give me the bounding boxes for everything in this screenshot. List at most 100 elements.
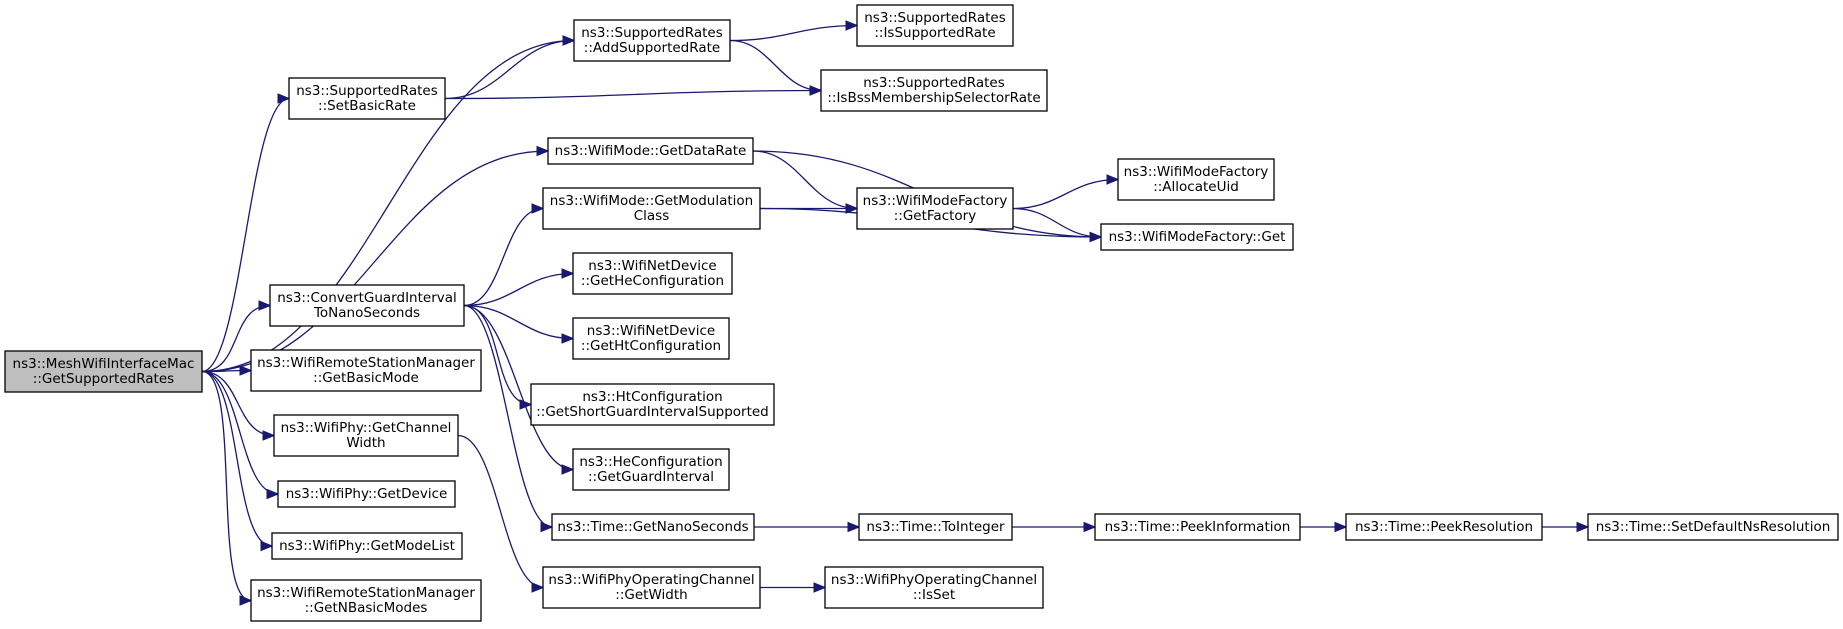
node-label: ::GetSupportedRates [33, 371, 174, 387]
node-label: ::GetGuardInterval [588, 469, 714, 485]
node-gml[interactable]: ns3::WifiPhy::GetModeList [271, 532, 463, 560]
edge-line [463, 274, 573, 307]
node-label: ns3::WifiModeFactory::Get [1109, 229, 1286, 245]
node-label: ::IsSupportedRate [874, 25, 995, 41]
node-issr[interactable]: ns3::SupportedRates::IsSupportedRate [856, 4, 1014, 47]
edge-cgi-to-gmc [463, 209, 543, 307]
node-gbm[interactable]: ns3::WifiRemoteStationManager::GetBasicM… [250, 349, 482, 392]
node-label: ns3::WifiPhy::GetChannel [281, 420, 452, 436]
node-box [572, 252, 733, 295]
edge-root-to-gdr [201, 151, 548, 373]
node-box [858, 513, 1013, 541]
node-box [288, 77, 446, 120]
edge-line [463, 304, 573, 470]
edge-root-to-gnbm [201, 370, 252, 601]
node-isbss[interactable]: ns3::SupportedRates::IsBssMembershipSele… [820, 69, 1048, 112]
edge-line [201, 99, 290, 373]
node-tti[interactable]: ns3::Time::ToInteger [858, 513, 1013, 541]
node-box [572, 448, 730, 491]
edge-root-to-gbm [201, 371, 251, 372]
node-box [542, 187, 761, 230]
node-label: ns3::WifiModeFactory [863, 193, 1008, 209]
edge-line [729, 26, 857, 42]
edge-line [201, 151, 548, 373]
node-label: ns3::WifiMode::GetModulation [550, 193, 753, 209]
node-label: ::GetHeConfiguration [581, 273, 724, 289]
edge-line [201, 371, 251, 372]
edge-root-to-gcw [201, 370, 274, 436]
node-label: ::AllocateUid [1153, 179, 1239, 195]
node-box [547, 137, 754, 165]
node-wpoc[interactable]: ns3::WifiPhyOperatingChannel::GetWidth [542, 566, 761, 609]
edge-line [201, 370, 278, 495]
edge-gcw-to-wpoc [457, 434, 544, 588]
edge-line [729, 39, 821, 91]
edge-root-to-cgi [201, 306, 270, 373]
node-wpocis[interactable]: ns3::WifiPhyOperatingChannel::IsSet [824, 566, 1044, 609]
node-label: ::GetNBasicModes [305, 600, 428, 616]
node-ght[interactable]: ns3::WifiNetDevice::GetHtConfiguration [572, 317, 730, 360]
node-label: Width [346, 435, 385, 451]
node-setbr[interactable]: ns3::SupportedRates::SetBasicRate [288, 77, 446, 120]
node-box [542, 566, 761, 609]
edge-gdr-to-wmfgf [752, 150, 857, 209]
edge-addsr-to-isbss [729, 39, 821, 91]
edge-line [201, 370, 273, 547]
edge-cgi-to-hegi [463, 304, 573, 470]
edge-wmfgf-to-wmfg [1012, 207, 1101, 238]
edge-setbr-to-isbss [444, 91, 821, 100]
node-htsgi[interactable]: ns3::HtConfiguration::GetShortGuardInter… [530, 383, 775, 426]
node-label: ns3::HtConfiguration [582, 389, 722, 405]
node-tgns[interactable]: ns3::Time::GetNanoSeconds [551, 513, 755, 541]
node-label: ns3::Time::SetDefaultNsResolution [1596, 519, 1831, 535]
edge-line [201, 370, 274, 436]
node-tpr[interactable]: ns3::Time::PeekResolution [1345, 513, 1543, 541]
node-label: ns3::WifiPhyOperatingChannel [548, 572, 754, 588]
node-gnbm[interactable]: ns3::WifiRemoteStationManager::GetNBasic… [250, 579, 482, 622]
node-box [572, 317, 730, 360]
edge-line [463, 304, 553, 528]
node-label: ns3::Time::PeekResolution [1355, 519, 1533, 535]
node-addsr[interactable]: ns3::SupportedRates::AddSupportedRate [573, 19, 731, 62]
nodes: ns3::MeshWifiInterfaceMac::GetSupportedR… [4, 4, 1839, 622]
node-tsdr[interactable]: ns3::Time::SetDefaultNsResolution [1587, 513, 1839, 541]
node-label: ns3::WifiNetDevice [587, 323, 715, 339]
node-box [271, 532, 463, 560]
node-label: ns3::Time::GetNanoSeconds [557, 519, 748, 535]
edge-line [444, 41, 574, 100]
node-label: ns3::SupportedRates [864, 10, 1006, 26]
node-label: ::GetBasicMode [313, 370, 419, 386]
node-wmfg[interactable]: ns3::WifiModeFactory::Get [1100, 223, 1294, 251]
node-ghe[interactable]: ns3::WifiNetDevice::GetHeConfiguration [572, 252, 733, 295]
node-wmfau[interactable]: ns3::WifiModeFactory::AllocateUid [1117, 158, 1275, 201]
node-box [1100, 223, 1294, 251]
node-label: ns3::WifiPhy::GetModeList [279, 538, 455, 554]
node-box [856, 187, 1014, 230]
edge-line [1012, 207, 1101, 238]
node-label: ns3::SupportedRates [296, 83, 438, 99]
node-gdev[interactable]: ns3::WifiPhy::GetDevice [277, 480, 456, 508]
node-box [820, 69, 1048, 112]
node-box [573, 19, 731, 62]
node-root[interactable]: ns3::MeshWifiInterfaceMac::GetSupportedR… [4, 350, 203, 393]
node-box [551, 513, 755, 541]
edge-addsr-to-issr [729, 26, 857, 42]
node-tpi[interactable]: ns3::Time::PeekInformation [1094, 513, 1301, 541]
edge-cgi-to-ght [463, 304, 573, 339]
node-label: ::SetBasicRate [318, 98, 416, 114]
node-box [250, 349, 482, 392]
node-label: ns3::MeshWifiInterfaceMac [13, 356, 195, 372]
edge-line [463, 209, 543, 307]
edge-line [457, 434, 544, 588]
node-wmfgf[interactable]: ns3::WifiModeFactory::GetFactory [856, 187, 1014, 230]
node-label: ns3::SupportedRates [863, 75, 1005, 91]
edge-root-to-gdev [201, 370, 278, 495]
node-label: ::GetWidth [615, 587, 687, 603]
node-gdr[interactable]: ns3::WifiMode::GetDataRate [547, 137, 754, 165]
node-hegi[interactable]: ns3::HeConfiguration::GetGuardInterval [572, 448, 730, 491]
node-label: ns3::SupportedRates [581, 25, 723, 41]
